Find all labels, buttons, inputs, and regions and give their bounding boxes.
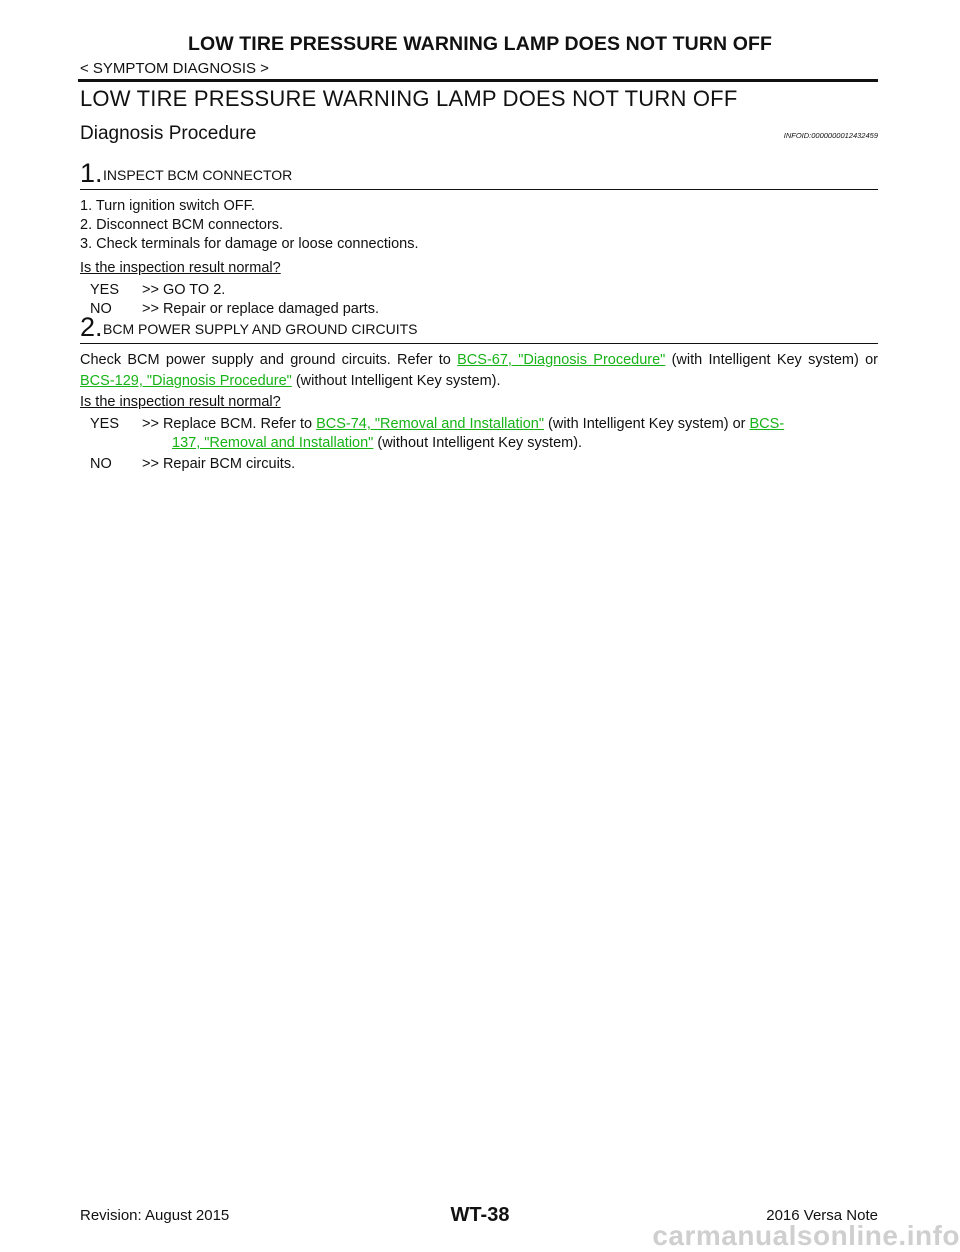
step-1-item-3: 3. Check terminals for damage or loose c…	[80, 236, 419, 252]
footer-model: 2016 Versa Note	[766, 1207, 878, 1224]
step-1-yes-label: YES	[90, 282, 120, 298]
step-2-yes-text-b: (with Intelligent Key system) or	[544, 416, 750, 432]
step-2-text-a: Check BCM power supply and ground circui…	[80, 352, 458, 368]
step-2-yes-text-a: >> Replace BCM. Refer to	[142, 416, 317, 432]
step-1-item-1: 1. Turn ignition switch OFF.	[80, 198, 255, 214]
step-2-yes-line-1: >> Replace BCM. Refer to BCS-74, "Remova…	[142, 416, 784, 432]
footer-page-number: WT-38	[450, 1204, 510, 1226]
step-1-no-label: NO	[90, 301, 112, 317]
main-title: LOW TIRE PRESSURE WARNING LAMP DOES NOT …	[80, 86, 738, 111]
step-2-heading: 2. BCM POWER SUPPLY AND GROUND CIRCUITS	[80, 312, 878, 344]
step-2-yes-text-c: (without Intelligent Key system).	[373, 435, 583, 451]
link-bcs-137-part-2[interactable]: 137, "Removal and Installation"	[172, 435, 374, 451]
subsection-title: Diagnosis Procedure	[80, 123, 257, 144]
step-2-no-label: NO	[90, 456, 112, 472]
step-1-question: Is the inspection result normal?	[80, 260, 281, 276]
step-2-text-c: (without Intelligent Key system).	[291, 373, 501, 389]
step-2-question: Is the inspection result normal?	[80, 394, 281, 410]
header-divider	[78, 79, 878, 82]
step-2-yes-label: YES	[90, 416, 120, 432]
step-2-title: BCM POWER SUPPLY AND GROUND CIRCUITS	[103, 321, 418, 337]
link-bcs-137-part-1[interactable]: BCS-	[749, 416, 785, 432]
step-1-no-text: >> Repair or replace damaged parts.	[142, 301, 379, 317]
step-1-number: 1.	[80, 158, 103, 188]
step-2-text-b: (with Intelligent Key system) or	[665, 352, 878, 368]
step-2-instruction: Check BCM power supply and ground circui…	[80, 350, 878, 392]
step-1-yes-text: >> GO TO 2.	[142, 282, 226, 298]
step-2-number: 2.	[80, 312, 103, 342]
link-bcs-74[interactable]: BCS-74, "Removal and Installation"	[316, 416, 544, 432]
step-1-title: INSPECT BCM CONNECTOR	[103, 167, 293, 183]
step-2-no-text: >> Repair BCM circuits.	[142, 456, 296, 472]
footer-revision: Revision: August 2015	[80, 1207, 230, 1224]
page-header-title: LOW TIRE PRESSURE WARNING LAMP DOES NOT …	[187, 33, 773, 55]
info-id: INFOID:0000000012432459	[783, 131, 878, 140]
step-2-yes-line-2: 137, "Removal and Installation" (without…	[172, 435, 582, 451]
step-1-heading: 1. INSPECT BCM CONNECTOR	[80, 158, 878, 190]
link-bcs-67[interactable]: BCS-67, "Diagnosis Procedure"	[457, 352, 666, 368]
section-tag: < SYMPTOM DIAGNOSIS >	[80, 60, 269, 77]
link-bcs-129[interactable]: BCS-129, "Diagnosis Procedure"	[80, 373, 292, 389]
step-1-item-2: 2. Disconnect BCM connectors.	[80, 217, 284, 233]
watermark: carmanualsonline.info	[652, 1220, 960, 1251]
